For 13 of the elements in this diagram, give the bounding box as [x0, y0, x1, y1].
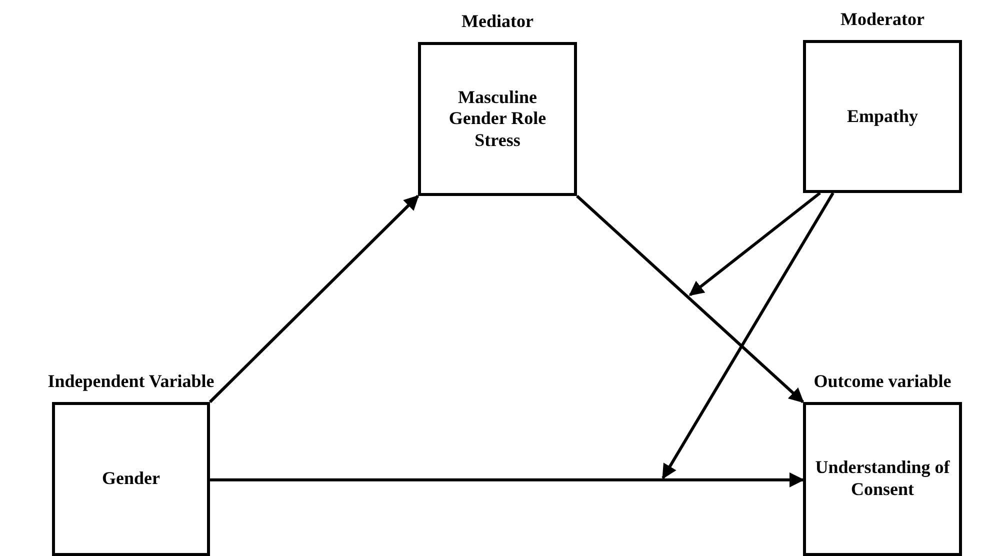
arrow	[576, 194, 804, 404]
arrow	[210, 472, 804, 488]
arrow	[208, 194, 420, 404]
variable-label: Understanding of Consent	[814, 457, 951, 501]
moderator-arrow	[662, 192, 834, 480]
variable-label: Empathy	[846, 106, 918, 128]
variable-heading: Independent Variable	[48, 371, 214, 392]
variable-heading: Moderator	[840, 9, 924, 30]
variable-heading: Outcome variable	[814, 371, 952, 392]
moderator-arrow	[688, 192, 821, 296]
variable-label: Masculine Gender Role Stress	[448, 86, 548, 152]
variable-label: Gender	[102, 468, 160, 490]
variable-heading: Mediator	[462, 11, 534, 32]
